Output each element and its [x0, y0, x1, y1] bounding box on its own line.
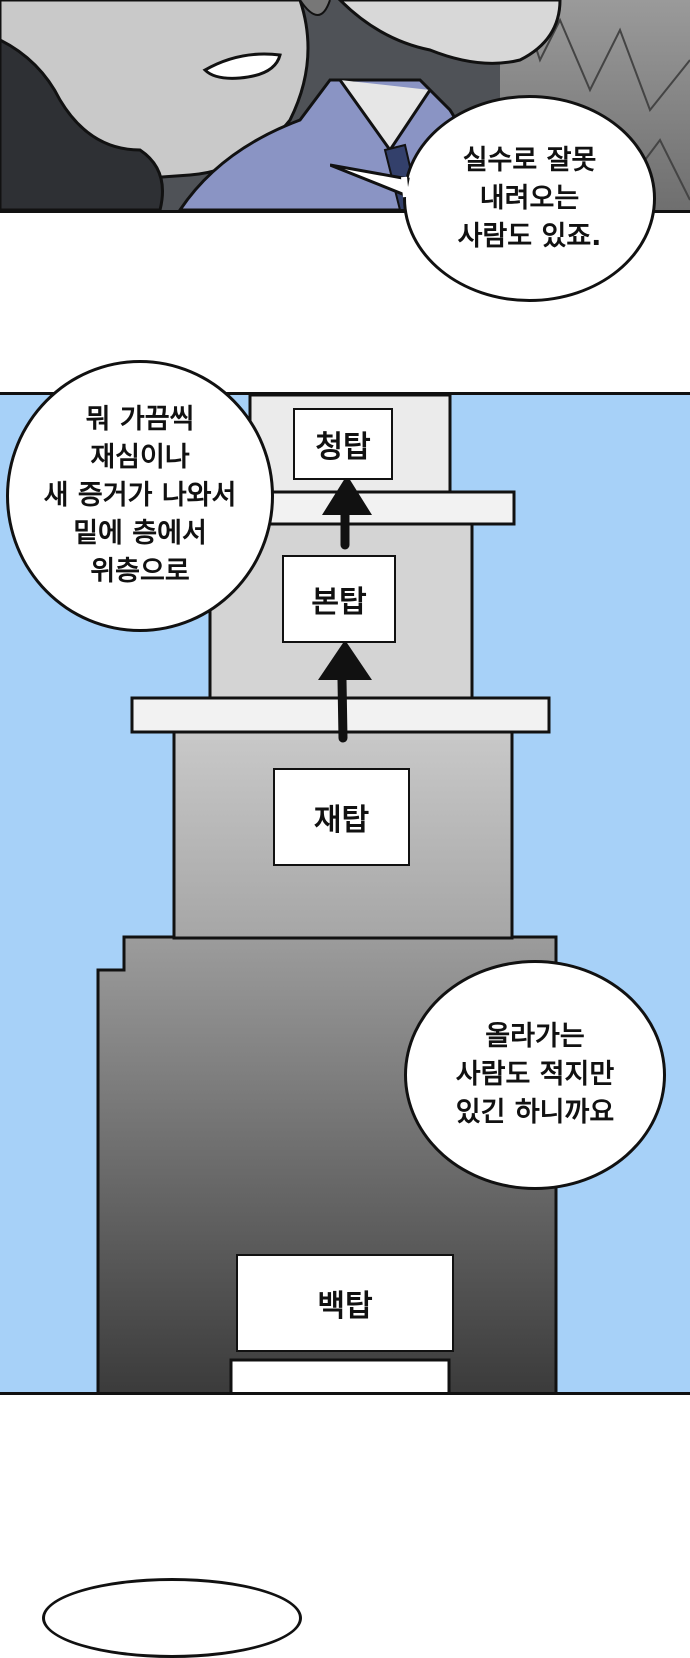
ledge-top: [256, 490, 516, 526]
bubble-line: 사람도 적지만: [455, 1059, 615, 1090]
bubble-line: 사람도 있죠.: [457, 220, 602, 252]
bubble-line: 새 증거가 나와서: [43, 480, 237, 511]
arrow-lower-shaft: [337, 675, 348, 743]
speech-bubble-mistake-text: 실수로 잘못 내려오는 사람도 있죠.: [458, 142, 602, 256]
arrow-upper-head: [322, 475, 372, 515]
speech-bubble-mistake: 실수로 잘못 내려오는 사람도 있죠.: [403, 95, 656, 302]
speech-bubble-few-rise-text: 올라가는 사람도 적지만 있긴 하니까요: [456, 1018, 614, 1132]
bubble-line: 뭐 가끔씩: [85, 404, 195, 435]
speech-bubble-retrial: 뭐 가끔씩 재심이나 새 증거가 나와서 밑에 층에서 위층으로: [6, 360, 274, 632]
tower-label-middle: 재탑: [273, 768, 410, 866]
bubble-line: 밑에 층에서: [73, 518, 207, 549]
mouth: [202, 52, 282, 80]
bubble-line: 있긴 하니까요: [455, 1097, 615, 1128]
tower-label-upper: 본탑: [282, 555, 396, 643]
speech-bubble-few-rise: 올라가는 사람도 적지만 있긴 하니까요: [404, 960, 666, 1190]
arrow-lower-head: [318, 640, 372, 680]
bubble-line: 재심이나: [90, 442, 190, 473]
base-step: [229, 1358, 451, 1392]
bubble-line: 올라가는: [485, 1021, 585, 1052]
speech-bubble-tail: [330, 163, 410, 198]
tower-label-top: 청탑: [293, 408, 393, 480]
left-character-hair: [0, 38, 164, 210]
speech-bubble-retrial-text: 뭐 가끔씩 재심이나 새 증거가 나와서 밑에 층에서 위층으로: [44, 401, 237, 591]
bubble-line: 내려오는: [479, 182, 580, 214]
bubble-line: 위층으로: [90, 556, 190, 587]
right-character-head: [337, 0, 562, 65]
bubble-line: 실수로 잘못: [462, 144, 597, 176]
speech-bubble-partial-next: [42, 1578, 302, 1658]
tower-label-bottom: 백탑: [236, 1254, 454, 1352]
